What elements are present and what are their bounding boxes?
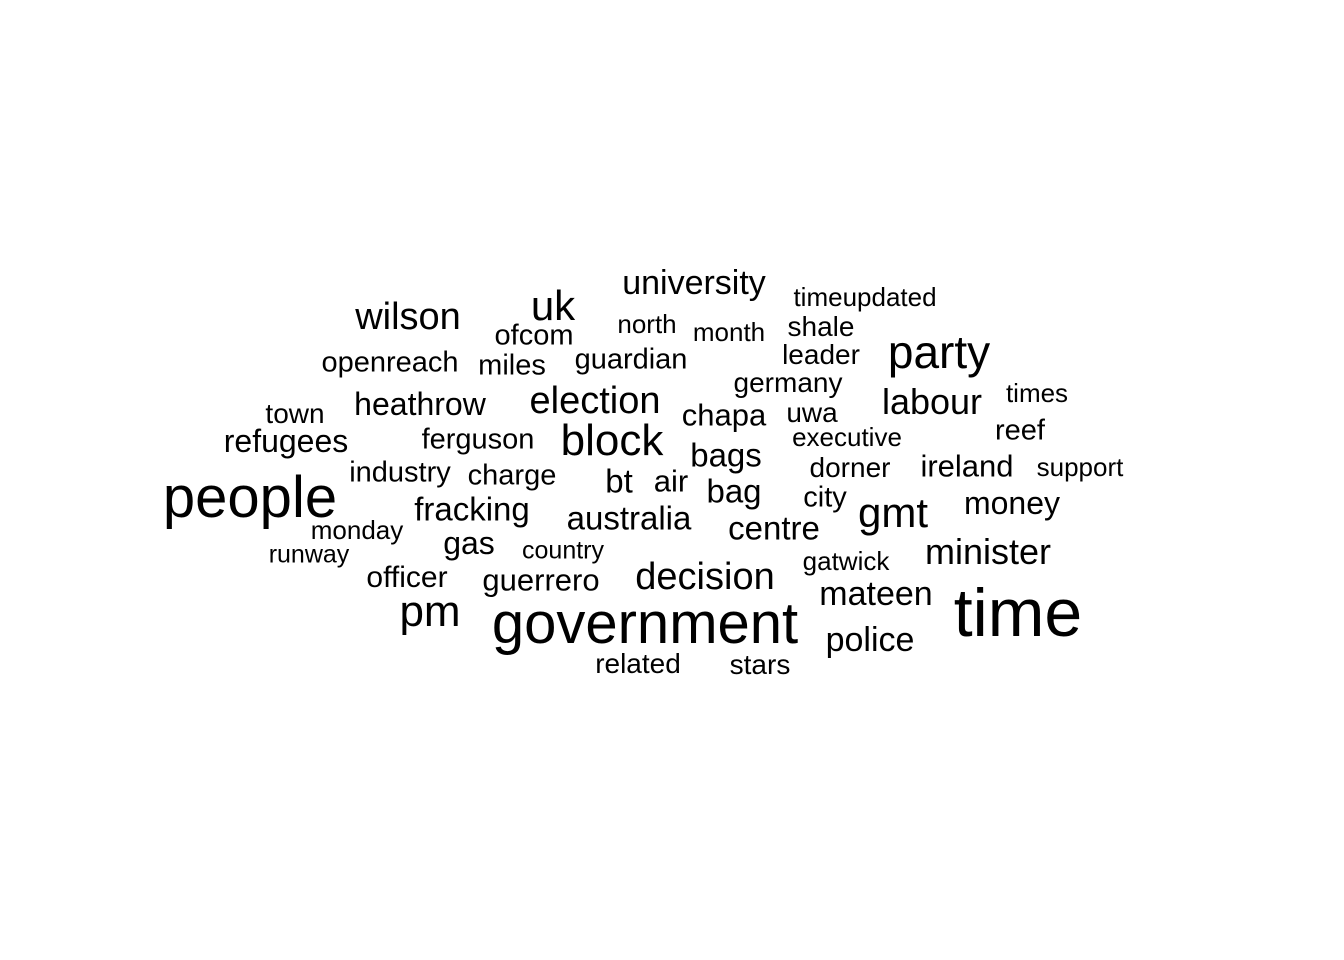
word-police: police	[825, 621, 915, 659]
word-pm: pm	[399, 587, 461, 636]
word-charge: charge	[467, 459, 557, 492]
word-runway: runway	[268, 540, 350, 569]
word-gas: gas	[443, 525, 495, 561]
word-support: support	[1036, 452, 1124, 482]
word-openreach: openreach	[321, 346, 459, 379]
word-ireland: ireland	[920, 448, 1014, 484]
word-related: related	[595, 648, 681, 679]
word-month: month	[692, 317, 766, 347]
word-country: country	[522, 536, 604, 565]
word-time: time	[953, 575, 1083, 651]
word-australia: australia	[566, 499, 692, 537]
word-leader: leader	[782, 339, 860, 370]
word-bags: bags	[690, 436, 762, 474]
word-guerrero: guerrero	[482, 562, 600, 598]
word-uk: uk	[530, 282, 576, 329]
word-bt: bt	[605, 462, 633, 500]
word-heathrow: heathrow	[354, 386, 486, 422]
word-fracking: fracking	[414, 490, 530, 528]
word-air: air	[653, 463, 689, 499]
word-election: election	[529, 380, 661, 422]
word-miles: miles	[478, 349, 546, 382]
word-minister: minister	[924, 531, 1052, 572]
word-wilson: wilson	[355, 296, 461, 338]
word-guardian: guardian	[574, 343, 688, 376]
word-party: party	[887, 326, 991, 378]
word-government: government	[491, 591, 799, 656]
word-dorner: dorner	[809, 452, 891, 483]
word-money: money	[963, 485, 1061, 521]
word-labour: labour	[881, 381, 983, 422]
word-north: north	[617, 309, 677, 339]
word-executive: executive	[792, 422, 902, 452]
word-officer: officer	[366, 561, 448, 594]
word-shale: shale	[787, 311, 855, 342]
word-times: times	[1005, 378, 1069, 408]
word-germany: germany	[733, 367, 843, 398]
word-people: people	[162, 465, 338, 530]
word-uwa: uwa	[786, 397, 838, 428]
word-decision: decision	[635, 556, 775, 598]
word-chapa: chapa	[681, 397, 767, 433]
word-university: university	[622, 264, 766, 302]
word-bag: bag	[706, 472, 762, 510]
word-gmt: gmt	[857, 489, 929, 536]
word-mateen: mateen	[819, 575, 933, 613]
word-centre: centre	[728, 509, 820, 547]
word-ferguson: ferguson	[421, 423, 535, 456]
word-industry: industry	[349, 456, 451, 489]
word-gatwick: gatwick	[802, 546, 890, 576]
word-stars: stars	[729, 649, 791, 680]
word-block: block	[560, 416, 664, 465]
word-city: city	[803, 481, 847, 514]
word-timeupdated: timeupdated	[793, 282, 937, 312]
word-refugees: refugees	[223, 423, 349, 459]
word-town: town	[265, 398, 325, 429]
word-ofcom: ofcom	[494, 319, 574, 352]
word-monday: monday	[310, 515, 404, 545]
word-reef: reef	[995, 414, 1045, 447]
